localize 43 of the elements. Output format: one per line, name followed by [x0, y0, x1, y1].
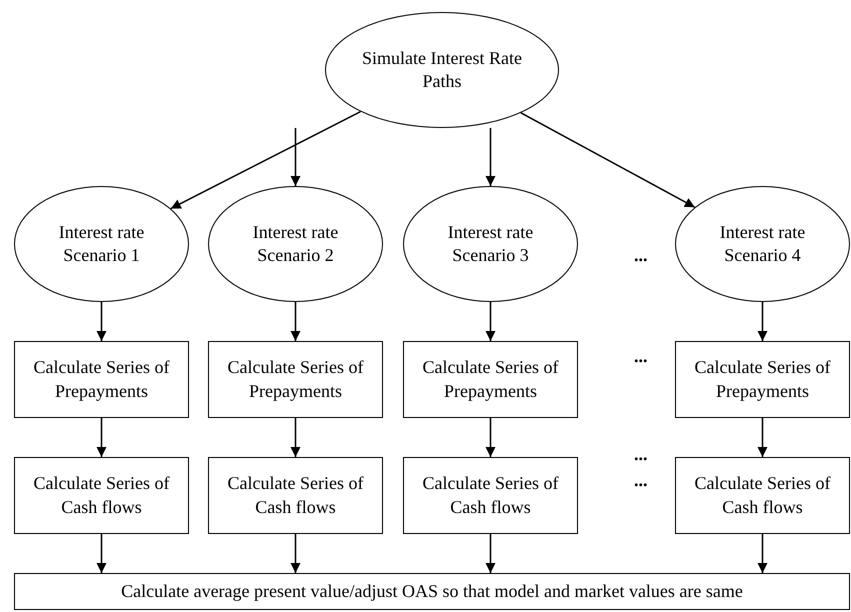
process-box: [675, 341, 850, 418]
node-label: Interest rate Scenario 4: [718, 220, 806, 267]
arrow: [170, 110, 361, 210]
arrow: [486, 534, 496, 573]
node-label: Calculate Series of Cash flows: [226, 472, 364, 518]
arrow: [520, 112, 696, 208]
node-label: Calculate Series of Prepayments: [32, 356, 170, 403]
arrow: [758, 302, 768, 341]
node-label: Interest rate Scenario 1: [58, 220, 146, 267]
arrow: [290, 128, 300, 186]
node-label: Interest rate Scenario 2: [252, 220, 340, 267]
node-label: Interest rate Scenario 3: [446, 220, 534, 267]
process-box: [14, 573, 850, 610]
node-label: Calculate Series of Cash flows: [694, 472, 832, 518]
ellipsis-mark: ...: [634, 246, 648, 264]
process-box: [14, 457, 189, 534]
arrow: [758, 534, 768, 573]
node-label: Calculate Series of Prepayments: [694, 356, 832, 403]
process-box: [208, 341, 383, 418]
process-box: [403, 341, 578, 418]
process-box: [403, 457, 578, 534]
arrow: [290, 534, 300, 573]
arrow: [96, 418, 106, 457]
node-label: Calculate Series of Cash flows: [422, 472, 560, 518]
arrow: [486, 418, 496, 457]
process-box: [675, 457, 850, 534]
process-box: [208, 457, 383, 534]
arrow: [96, 302, 106, 341]
ellipsis-mark: ...: [634, 347, 648, 365]
node-label: Calculate Series of Prepayments: [422, 356, 560, 403]
arrow: [290, 302, 300, 341]
arrow: [486, 302, 496, 341]
node-label: Calculate average present value/adjust OAS so that model and market values are same: [121, 580, 743, 603]
ellipsis-mark: ...: [634, 445, 648, 463]
arrow: [486, 128, 496, 186]
node-label: Calculate Series of Cash flows: [32, 472, 170, 518]
ellipsis-mark: ...: [634, 471, 648, 489]
node-label: Simulate Interest Rate Paths: [361, 46, 523, 93]
node-label: Calculate Series of Prepayments: [226, 356, 364, 403]
arrow: [758, 418, 768, 457]
arrow: [96, 534, 106, 573]
process-box: [14, 341, 189, 418]
arrow: [290, 418, 300, 457]
